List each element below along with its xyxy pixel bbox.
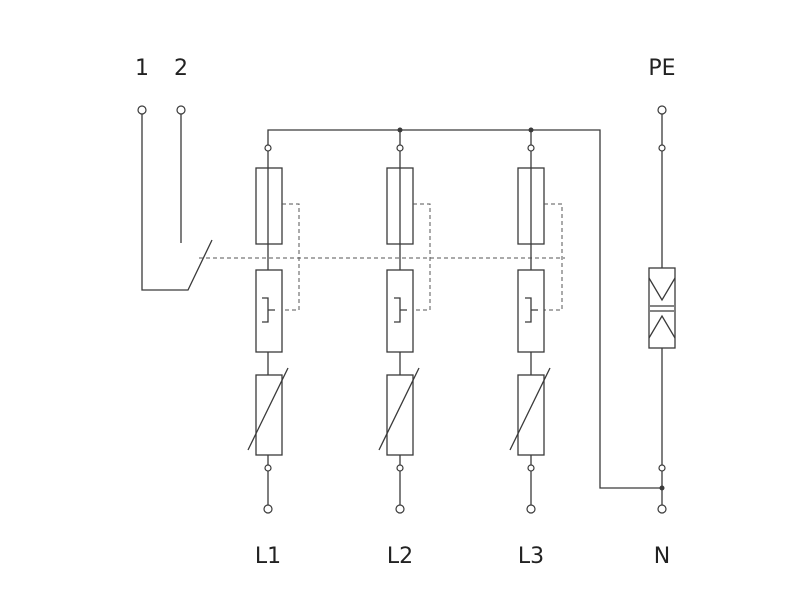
junction-dot-n [659,485,665,491]
l1-varistor-slash [247,367,289,451]
branch-l2 [378,132,431,514]
l1-disconnector-symbol [262,297,275,323]
terminal-1-circle [137,105,147,115]
branch-pe-n [648,105,676,514]
l2-bottom-connector [396,464,404,472]
l1-terminal-circle [263,504,273,514]
l1-dashed-link [282,203,300,311]
l3-varistor-slash [509,367,551,451]
junction-dot-l2 [397,127,403,133]
l2-disconnector-symbol [394,297,407,323]
l2-varistor-slash [378,367,420,451]
junction-dot-l3 [528,127,534,133]
l1-bottom-connector [264,464,272,472]
n-bottom-connector [658,464,666,472]
common-bus-wire [267,129,662,489]
gdt-gap [650,305,674,312]
l1-fuse [255,167,283,245]
label-terminal-pe: PE [648,56,675,81]
l3-top-connector [527,144,535,152]
l1-top-connector [264,144,272,152]
l2-dashed-link [413,203,431,311]
l2-terminal-circle [395,504,405,514]
gdt-electrodes [648,277,676,339]
label-terminal-l2: L2 [387,544,413,569]
l2-top-connector [396,144,404,152]
label-terminal-1: 1 [135,56,149,81]
pe-terminal-circle [657,105,667,115]
branch-l1 [247,144,300,514]
l3-dashed-link [544,203,563,311]
contact-wire-1 [141,114,213,291]
gas-discharge-tube [648,267,676,349]
l3-bottom-connector [527,464,535,472]
terminal-2-circle [176,105,186,115]
l1-thermal-disconnector [255,269,283,353]
label-terminal-2: 2 [174,56,188,81]
l3-disconnector-symbol [525,297,538,323]
n-terminal-circle [657,504,667,514]
label-terminal-l1: L1 [255,544,281,569]
l3-terminal-circle [526,504,536,514]
label-terminal-n: N [654,544,670,569]
remote-signal-contact [137,105,213,291]
branch-l3 [509,132,563,514]
pe-top-connector [658,144,666,152]
label-terminal-l3: L3 [518,544,544,569]
